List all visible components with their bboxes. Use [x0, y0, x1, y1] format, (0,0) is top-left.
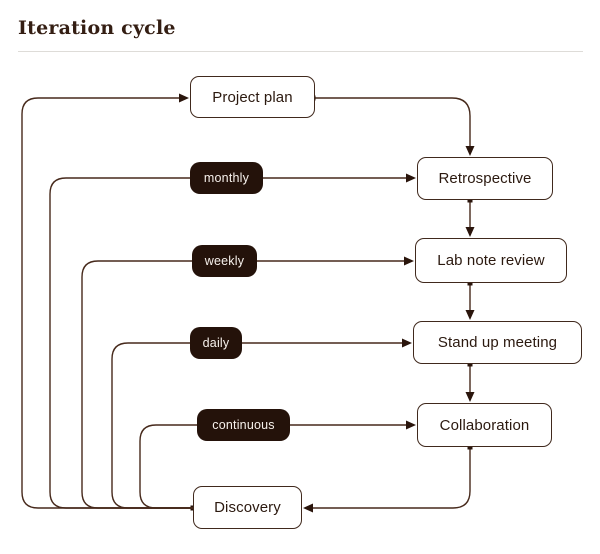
port-collaboration-bottom	[467, 444, 473, 450]
port-stand-up-meeting-bottom	[467, 361, 473, 367]
arrowhead-into-retrospective-top	[465, 146, 475, 156]
node-stand-up-meeting-label: Stand up meeting	[437, 334, 558, 351]
label-pill-daily-text: daily	[202, 336, 230, 350]
node-retrospective: Retrospective	[417, 157, 553, 200]
node-collaboration: Collaboration	[417, 403, 552, 447]
arrowhead-into-stand-up-meeting-top	[465, 310, 475, 320]
page-title: Iteration cycle	[18, 17, 176, 39]
title-divider	[18, 51, 583, 52]
node-lab-note-review: Lab note review	[415, 238, 567, 283]
edge-collaboration-to-discovery	[310, 447, 471, 509]
arrowhead-into-lab-note-review-left	[404, 256, 414, 266]
edge-discovery-to-monthly	[49, 177, 193, 509]
label-pill-monthly: monthly	[190, 162, 263, 194]
node-stand-up-meeting: Stand up meeting	[413, 321, 582, 364]
label-pill-continuous-text: continuous	[212, 418, 275, 432]
node-retrospective-label: Retrospective	[438, 170, 532, 187]
arrowhead-into-collaboration-top	[465, 392, 475, 402]
label-pill-weekly: weekly	[192, 245, 257, 277]
edge-discovery-to-daily	[111, 342, 193, 509]
edge-project-plan-to-retrospective	[313, 97, 471, 149]
edge-discovery-to-continuous	[139, 424, 197, 509]
node-lab-note-review-label: Lab note review	[437, 252, 545, 269]
label-pill-daily: daily	[190, 327, 242, 359]
arrowhead-into-project-plan-left	[179, 93, 189, 103]
node-collaboration-label: Collaboration	[439, 416, 530, 434]
arrowhead-into-retrospective-left	[406, 173, 416, 183]
arrowhead-into-collaboration-left	[406, 420, 416, 430]
label-pill-monthly-text: monthly	[203, 171, 250, 185]
edge-discovery-to-project-plan	[21, 97, 193, 509]
node-discovery: Discovery	[193, 486, 302, 529]
node-project-plan: Project plan	[190, 76, 315, 118]
arrowhead-into-lab-note-review-top	[465, 227, 475, 237]
node-discovery-label: Discovery	[214, 499, 281, 516]
arrowhead-into-stand-up-meeting-left	[402, 338, 412, 348]
port-retrospective-bottom	[467, 197, 473, 203]
node-project-plan-label: Project plan	[212, 88, 293, 106]
port-lab-note-review-bottom	[467, 280, 473, 286]
arrowhead-into-discovery-right	[303, 503, 313, 513]
edge-discovery-to-weekly	[81, 260, 193, 509]
label-pill-continuous: continuous	[197, 409, 290, 441]
label-pill-weekly-text: weekly	[204, 254, 245, 268]
